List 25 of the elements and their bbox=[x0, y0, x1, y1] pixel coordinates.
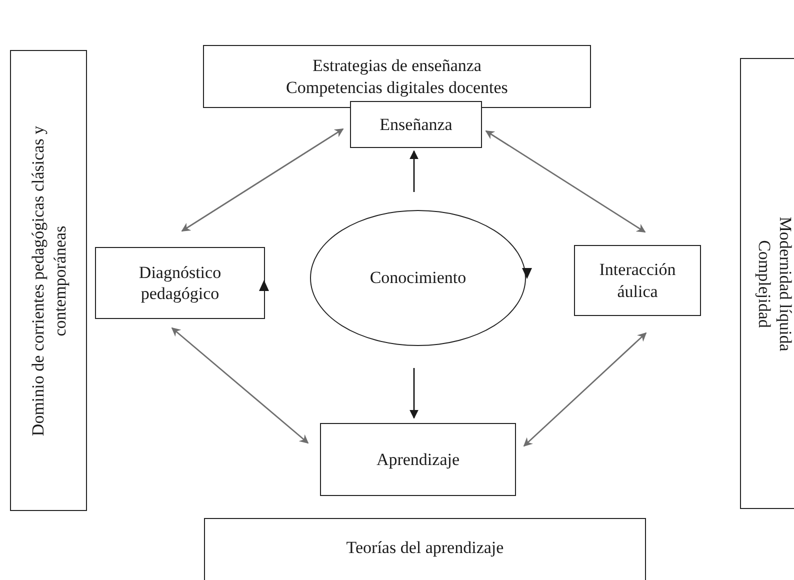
node-label: Interacción áulica bbox=[598, 259, 677, 302]
arrow bbox=[181, 128, 344, 232]
arrow bbox=[171, 327, 309, 444]
node-label: Enseñanza bbox=[380, 114, 452, 136]
node-label: Estrategias de enseñanza bbox=[312, 55, 482, 76]
node-label: Dominio de corrientes pedagógicas clásicas y contemporáneas bbox=[27, 124, 70, 438]
strategy-box bbox=[203, 45, 591, 108]
theory-box bbox=[204, 518, 646, 580]
arrow bbox=[410, 368, 418, 419]
node-label: Complejidad bbox=[754, 240, 775, 328]
node-label: Teorías del aprendizaje bbox=[346, 537, 504, 558]
side-panel bbox=[10, 50, 87, 511]
arrow bbox=[485, 130, 646, 233]
arrow bbox=[410, 150, 418, 192]
node-label: Aprendizaje bbox=[376, 448, 460, 470]
node-label: Diagnóstico pedagógico bbox=[138, 262, 222, 304]
node-label: Competencias digitales docentes bbox=[286, 76, 508, 98]
arrow bbox=[523, 332, 647, 447]
process-box bbox=[574, 245, 701, 316]
process-box bbox=[320, 423, 516, 496]
node-label: Conocimiento bbox=[370, 267, 466, 289]
node-label: Modernidad líquida bbox=[775, 216, 794, 351]
process-box bbox=[350, 101, 482, 148]
side-panel bbox=[740, 58, 794, 509]
process-box bbox=[95, 247, 265, 319]
